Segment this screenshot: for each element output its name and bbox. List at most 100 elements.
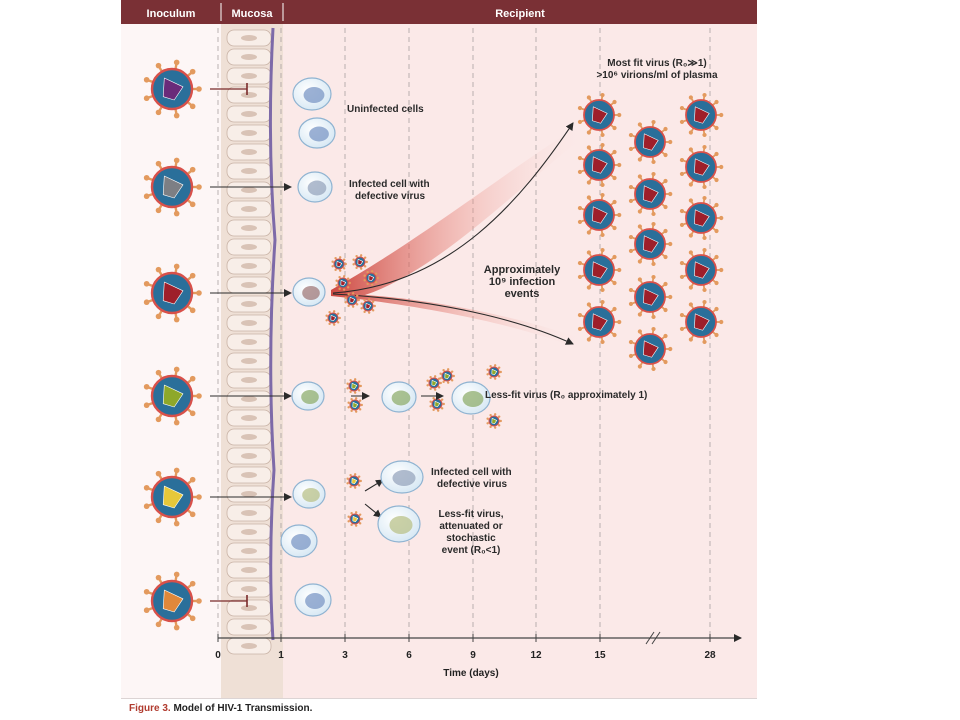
virus-spike-tip [346, 286, 350, 289]
virus-spike-tip [173, 624, 180, 631]
label-infected-defective-2: Infected cell with defective virus [431, 467, 512, 491]
label-line: 10⁹ infection [488, 276, 556, 288]
productively-infected-cell [292, 277, 326, 307]
virus-spike-tip [668, 139, 673, 145]
cell-nucleus [303, 87, 325, 103]
virus-spike-tip [679, 222, 685, 228]
virus-spike-tip [439, 372, 442, 375]
virus-spike-tip [349, 390, 352, 394]
virus-spike-tip [374, 272, 378, 275]
virus-spike-tip [688, 250, 693, 255]
epithelial-nucleus [241, 111, 257, 117]
virus-spike-tip [143, 95, 150, 102]
virus-spike-tip [586, 195, 591, 200]
plasma-virion [628, 274, 673, 320]
virus-spike-tip [577, 219, 583, 225]
progeny-virion [360, 298, 376, 314]
epithelial-nucleus [241, 491, 257, 497]
inoculum-virion [143, 467, 202, 527]
virus-spike-tip [352, 258, 355, 261]
virus-spike-tip [429, 387, 432, 391]
virus-spike-tip [370, 270, 374, 273]
virus-spike-tip [612, 225, 617, 231]
virus-spike-tip [612, 199, 617, 205]
virus-spike-tip [600, 247, 605, 253]
virus-core [592, 206, 608, 224]
virus-spike-tip [600, 132, 605, 138]
virus-spike-tip [617, 267, 622, 273]
epithelial-nucleus [241, 605, 257, 611]
virus-spike-tip [637, 277, 642, 282]
virus-spike-tip [628, 287, 634, 293]
epithelial-nucleus [241, 643, 257, 649]
virus-spike-tip [600, 142, 605, 148]
virus-spike-tip [436, 409, 440, 412]
virus-spike-tip [331, 265, 334, 268]
virus-spike-tip [373, 304, 376, 308]
uninfected-cell [280, 524, 318, 558]
virus-spike-tip [196, 494, 202, 500]
virus-spike-tip [360, 302, 363, 305]
virus-spike-tip [325, 319, 328, 322]
label-line: Infected cell with [349, 179, 430, 190]
uninfected-cell [298, 117, 336, 149]
virus-spike-tip [440, 407, 444, 410]
epithelial-nucleus [241, 529, 257, 535]
virus-spike-tip [637, 364, 642, 369]
virus-spike-tip [714, 151, 719, 157]
epithelial-nucleus [241, 282, 257, 288]
uninfected-cell [292, 77, 332, 111]
virus-spike-tip [637, 174, 642, 179]
virus-spike-tip [357, 475, 361, 478]
infected-cell-less-fit [291, 381, 325, 411]
virus-spike-tip [628, 146, 634, 152]
virus-spike-tip [426, 384, 429, 387]
virus-spike-tip [668, 191, 673, 197]
virus-spike-tip [347, 520, 350, 523]
infection-fan [331, 125, 587, 349]
epithelial-nucleus [241, 586, 257, 592]
caption-title: Model of HIV-1 Transmission. [173, 703, 313, 714]
virus-spike-tip [586, 95, 591, 100]
virus-spike-tip [577, 155, 583, 161]
label-line: events [504, 288, 540, 300]
virus-core [351, 477, 358, 485]
epithelial-nucleus [241, 301, 257, 307]
virus-core [357, 258, 364, 266]
virus-core [491, 417, 498, 425]
virus-spike-tip [155, 416, 162, 423]
epithelial-nucleus [241, 548, 257, 554]
cell-nucleus [302, 488, 320, 502]
virus-spike-tip [353, 391, 357, 394]
virus-spike-tip [637, 122, 642, 127]
virus-spike-tip [347, 292, 350, 296]
less-fit-virion [486, 364, 502, 380]
virus-spike-tip [651, 211, 656, 217]
virus-spike-tip [173, 112, 180, 119]
virus-spike-tip [426, 379, 429, 382]
virus-spike-tip [702, 235, 707, 241]
virus-spike-tip [637, 312, 642, 317]
tick-label: 0 [215, 650, 221, 661]
virus-spike-tip [719, 267, 724, 273]
virus-spike-tip [357, 380, 361, 383]
virus-spike-tip [702, 195, 707, 201]
virus-spike-tip [371, 309, 375, 312]
virus-spike-tip [358, 513, 362, 516]
virus-spike-tip [663, 307, 668, 313]
virus-spike-tip [189, 166, 196, 173]
virus-spike-tip [702, 132, 707, 138]
virus-spike-tip [493, 413, 497, 416]
virus-spike-tip [332, 323, 336, 326]
epithelial-nucleus [241, 225, 257, 231]
virus-spike-tip [497, 424, 501, 427]
virus-spike-tip [446, 368, 450, 371]
virus-spike-tip [628, 198, 634, 204]
virus-spike-tip [628, 132, 634, 138]
virus-spike-tip [668, 241, 673, 247]
virus-spike-tip [714, 99, 719, 105]
virus-core [162, 589, 184, 613]
virus-spike-tip [155, 621, 162, 628]
epithelial-nucleus [241, 187, 257, 193]
virus-spike-tip [679, 171, 685, 177]
